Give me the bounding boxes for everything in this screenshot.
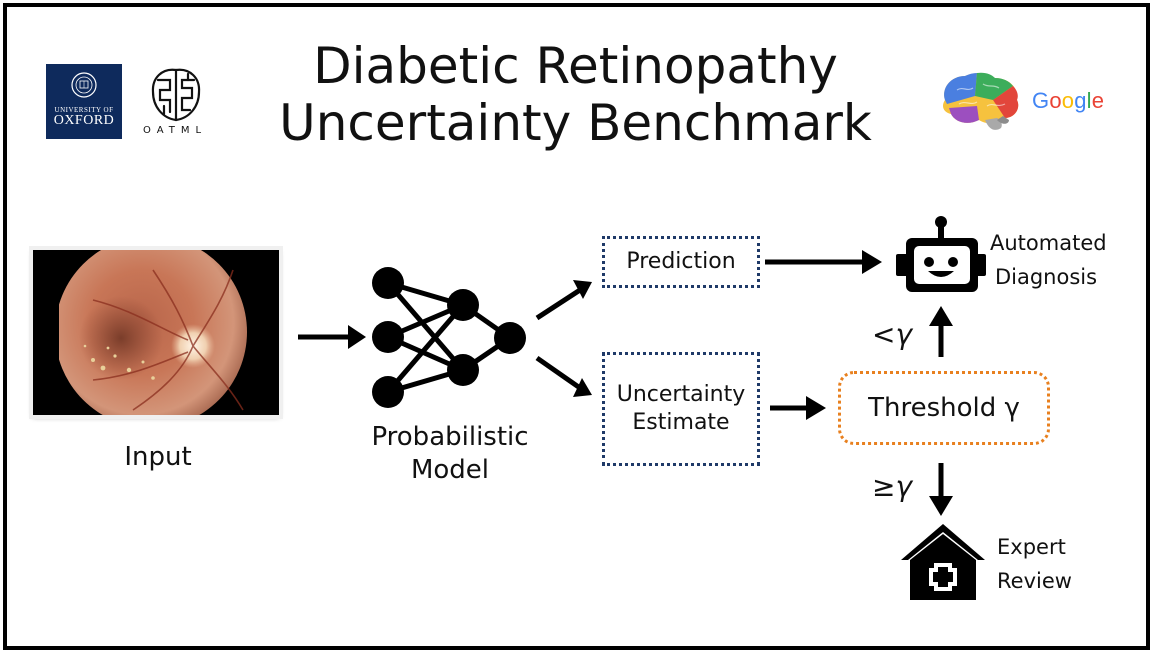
prediction-box: Prediction xyxy=(602,236,760,288)
fundus-image xyxy=(33,250,279,415)
oxford-logo-name: OXFORD xyxy=(53,113,115,128)
google-logo-text: Google xyxy=(1032,88,1104,114)
arrowhead xyxy=(929,306,953,326)
arrow-model-to-prediction xyxy=(535,287,582,321)
model-label: Probabilistic Model xyxy=(355,421,545,487)
model-label-line-2: Model xyxy=(410,455,490,485)
automated-line-1: Automated xyxy=(990,231,1107,255)
title-line-2: Uncertainty Benchmark xyxy=(279,94,872,152)
google-letter: e xyxy=(1091,88,1105,113)
automated-line-2: Diagnosis xyxy=(994,265,1098,289)
model-label-line-1: Probabilistic xyxy=(371,422,529,452)
neural-network-icon xyxy=(372,267,526,408)
greater-equal-gamma-label: ≥γ xyxy=(872,470,913,503)
slide-title: Diabetic Retinopathy Uncertainty Benchma… xyxy=(0,38,1151,152)
arrow-model-to-uncertainty xyxy=(535,355,582,391)
slide-frame xyxy=(3,3,1150,650)
arrowhead xyxy=(573,378,592,397)
retina-image xyxy=(29,246,283,419)
google-letter: o xyxy=(1049,88,1062,113)
google-letter: o xyxy=(1061,88,1075,113)
oatml-brain-icon xyxy=(151,68,201,122)
input-label: Input xyxy=(124,442,192,472)
arrowhead xyxy=(929,496,953,516)
arrowhead xyxy=(806,396,826,420)
google-letter: g xyxy=(1074,88,1087,113)
arrowhead xyxy=(862,250,882,274)
prediction-label: Prediction xyxy=(626,249,736,274)
oxford-crest-icon xyxy=(71,72,97,98)
automated-diagnosis-label: Automated Diagnosis xyxy=(990,226,1107,294)
threshold-label: Threshold γ xyxy=(868,393,1020,423)
uncertainty-box: Uncertainty Estimate xyxy=(602,352,760,466)
threshold-box: Threshold γ xyxy=(838,371,1050,445)
hospital-icon xyxy=(901,524,985,600)
oatml-logo-text: OATML xyxy=(143,125,208,136)
expert-line-2: Review xyxy=(997,569,1072,593)
less-than-gamma-label: <γ xyxy=(872,318,913,351)
uncertainty-label-line-2: Estimate xyxy=(632,410,730,435)
oxford-logo-top-text: UNIVERSITY OF xyxy=(54,106,114,114)
google-brain-icon xyxy=(943,72,1019,130)
expert-review-label: Expert Review xyxy=(997,530,1072,598)
uncertainty-label-line-1: Uncertainty xyxy=(616,382,746,407)
google-letter: G xyxy=(1032,88,1050,113)
oxford-logo: UNIVERSITY OF OXFORD xyxy=(46,64,122,139)
expert-line-1: Expert xyxy=(997,535,1066,559)
title-line-1: Diabetic Retinopathy xyxy=(313,37,838,95)
arrowhead xyxy=(573,280,592,299)
robot-icon xyxy=(896,216,986,292)
arrowhead xyxy=(348,325,366,349)
google-letter: l xyxy=(1086,88,1092,113)
